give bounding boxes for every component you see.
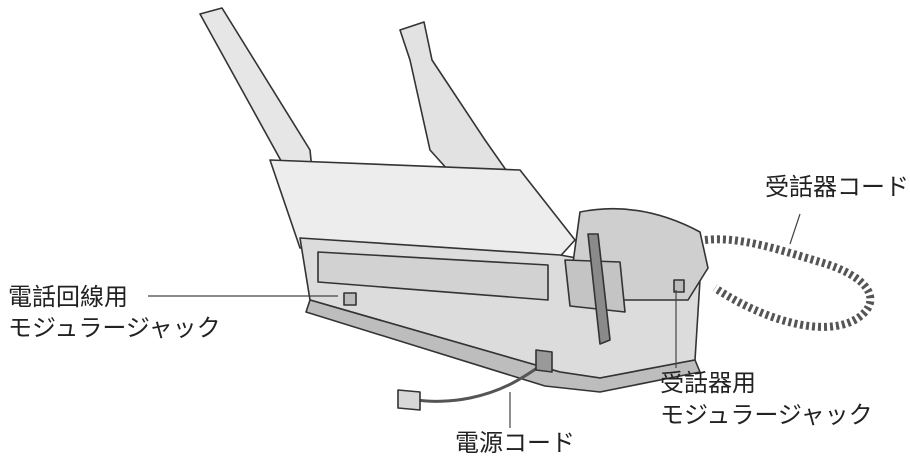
leader-handset-cord — [789, 213, 801, 245]
label-power-cord: 電源コード — [455, 429, 575, 457]
antenna — [587, 233, 611, 345]
handset-cord — [704, 235, 875, 331]
line-jack-socket — [343, 292, 357, 306]
power-cord — [417, 364, 541, 403]
power-plug — [397, 389, 421, 411]
label-line-jack-2: モジュラージャック — [8, 314, 221, 342]
label-handset-jack-1: 受話器用 — [660, 369, 756, 397]
handset-jack-socket — [673, 279, 685, 293]
label-line-jack-1: 電話回線用 — [8, 283, 128, 311]
label-handset-cord: 受話器コード — [765, 173, 909, 201]
label-handset-jack-2: モジュラージャック — [660, 401, 873, 429]
